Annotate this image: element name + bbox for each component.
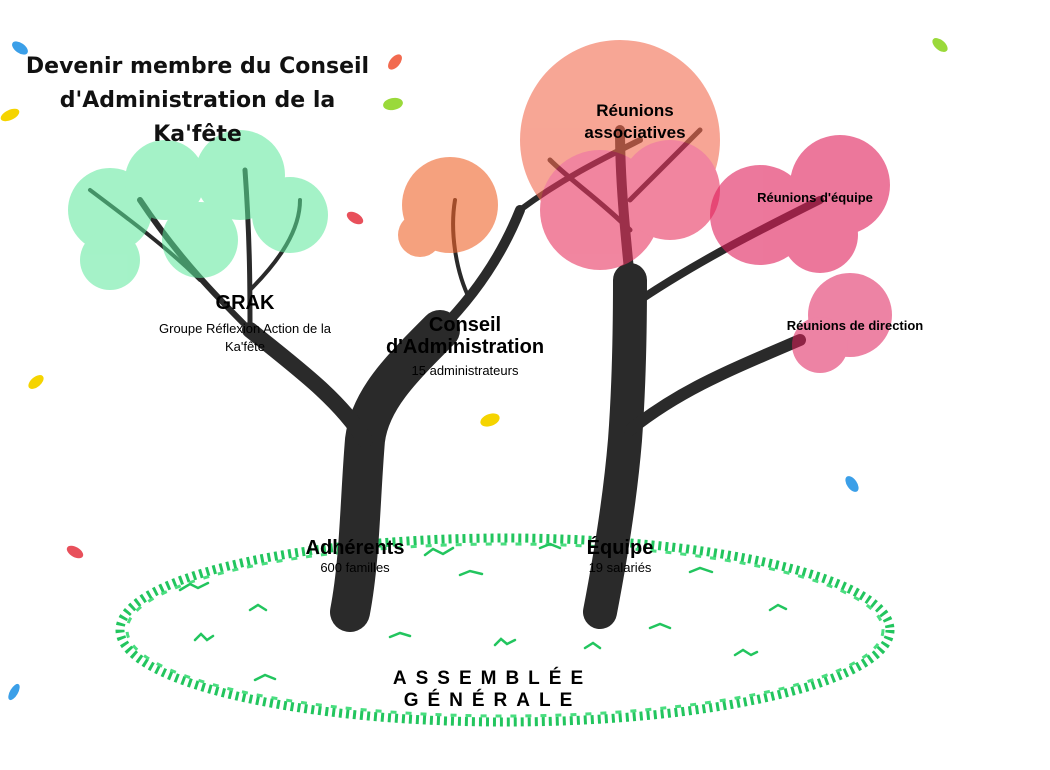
foliage-equipe [710,135,890,273]
grak-sub: Groupe Réflexion Action de la Ka'fête [159,321,331,354]
conseil-sub: 15 administrateurs [411,363,519,378]
reunions-direction-label: Réunions de direction [786,318,924,333]
reunions-equipe-label: Réunions d'équipe [757,190,873,205]
conseil-label: Conseil d'Administration [385,314,545,358]
foliage-conseil [398,157,498,257]
foliage-direction [792,273,892,373]
grass-oval [115,533,895,727]
adherents-label: Adhérents [305,537,405,559]
grass-oval-inner [125,542,885,718]
equipe-node: Équipe 19 salariés [565,537,675,577]
grak-label: GRAK [215,292,275,314]
page-title: Devenir membre du Conseil d'Administrati… [25,54,370,147]
adherents-sub: 600 familles [320,560,390,575]
foliage-associatives [520,40,720,270]
equipe-sub: 19 salariés [588,560,652,575]
conseil-node: Conseil d'Administration 15 administrate… [370,314,560,380]
adherents-node: Adhérents 600 familles [290,537,420,577]
reunions-associatives-label: Réunions associatives [584,101,686,142]
grak-node: GRAK Groupe Réflexion Action de la Ka'fê… [150,292,340,356]
equipe-label: Équipe [586,537,654,559]
grass-tufts [178,542,788,682]
assemblee-generale-label: ASSEMBLÉE GÉNÉRALE [392,668,593,711]
foliage-grak [68,130,328,290]
leaf-icon [0,38,948,701]
